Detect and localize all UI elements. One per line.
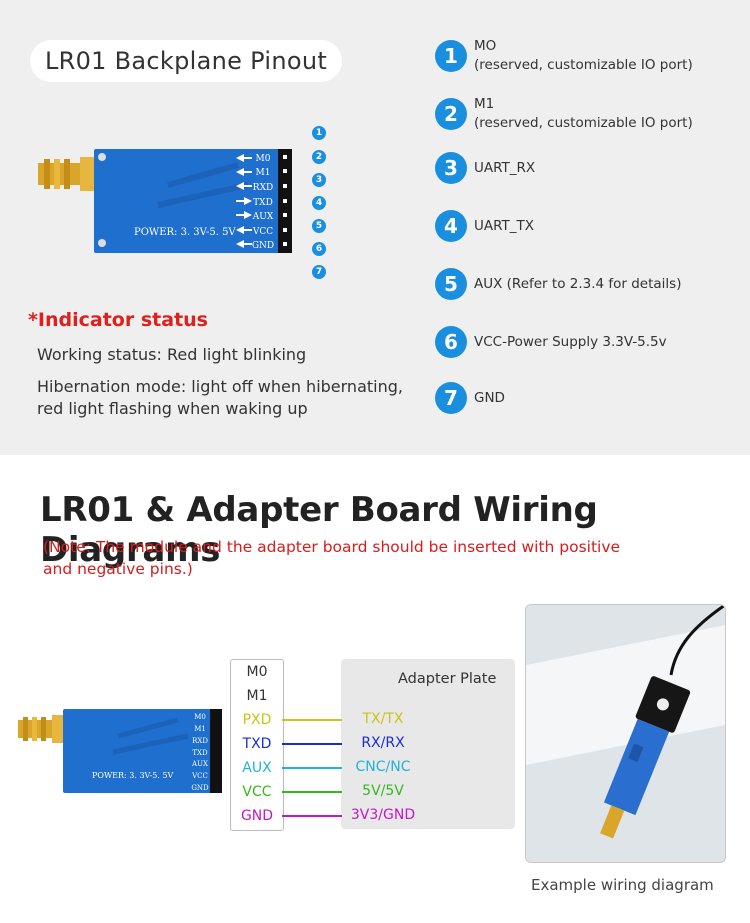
small-num-3: 3 [312, 173, 326, 187]
wiring-silk-rxd: RXD [192, 737, 208, 745]
pin-number-badge: 7 [435, 382, 467, 414]
pin-label: UART_RX [474, 159, 536, 176]
wire-pxd [282, 719, 342, 721]
pin-number-badge: 2 [435, 98, 467, 130]
small-num-1: 1 [312, 126, 326, 140]
wiring-module-illustration: POWER: 3. 3V-5. 5V M0 M1 RXD TXD AUX VCC… [18, 709, 222, 793]
wiring-silk-vcc: VCC [191, 772, 208, 780]
module-board-illustration: POWER: 3. 3V-5. 5V M0 M1 RXD TXD AUX VCC… [38, 149, 292, 253]
indicator-working: Working status: Red light blinking [37, 345, 307, 364]
silk-vcc: VCC [252, 227, 273, 237]
pin-label: MO [474, 38, 497, 54]
silk-txd: TXD [253, 198, 273, 208]
adapter-pin-3v3: 3V3/GND [350, 807, 416, 823]
indicator-title: *Indicator status [28, 309, 208, 331]
module-pin-gnd: GND [240, 808, 274, 824]
silk-gnd: GND [252, 241, 274, 251]
module-pin-vcc: VCC [242, 784, 272, 800]
adapter-title: Adapter Plate [398, 671, 497, 687]
module-pin-aux: AUX [242, 760, 272, 776]
wire-gnd [282, 815, 342, 817]
silk-m0: M0 [256, 154, 271, 164]
small-num-5: 5 [312, 219, 326, 233]
pin-item-4: 4 UART_TX [435, 210, 534, 242]
adapter-pin-rx: RX/RX [361, 735, 405, 751]
wiring-silk-txd: TXD [192, 749, 208, 757]
indicator-hibernation-2: red light flashing when waking up [37, 399, 308, 418]
wiring-silkscreen: M0 M1 RXD TXD AUX VCC GND [191, 713, 209, 792]
pin-item-1: 1 MO (reserved, customizable IO port) [435, 37, 693, 75]
module-pin-pxd: PXD [242, 712, 272, 728]
wiring-silk-m0: M0 [194, 713, 206, 721]
pin-number-badge: 1 [435, 40, 467, 72]
example-wiring-photo [525, 604, 726, 863]
photo-caption: Example wiring diagram [531, 876, 714, 894]
wiring-note: (Note: The module and the adapter board … [43, 536, 733, 580]
adapter-pin-cnc: CNC/NC [355, 759, 411, 775]
wiring-note-line-1: (Note: The module and the adapter board … [43, 538, 621, 556]
module-pin-m0: M0 [246, 664, 268, 680]
pin-item-2: 2 M1 (reserved, customizable IO port) [435, 95, 693, 133]
pin-sublabel: (reserved, customizable IO port) [474, 57, 693, 73]
wiring-silk-gnd: GND [191, 784, 209, 792]
wiring-photo-illustration [526, 605, 725, 862]
module-pin-box: M0 M1 PXD TXD AUX VCC GND [230, 659, 284, 831]
indicator-hibernation-1: Hibernation mode: light off when hiberna… [37, 377, 403, 396]
silk-aux: AUX [252, 212, 274, 222]
pin-number-badge: 6 [435, 326, 467, 358]
wire-aux [282, 767, 342, 769]
pin-item-3: 3 UART_RX [435, 152, 535, 184]
pin-number-badge: 5 [435, 268, 467, 300]
pin-label: M1 [474, 96, 495, 112]
small-num-6: 6 [312, 242, 326, 256]
small-num-2: 2 [312, 150, 326, 164]
arrow-icons [236, 154, 252, 248]
board-power-label: POWER: 3. 3V-5. 5V [134, 227, 236, 238]
pin-item-5: 5 AUX (Refer to 2.3.4 for details) [435, 268, 681, 300]
wire-txd [282, 743, 342, 745]
small-num-7: 7 [312, 265, 326, 279]
small-num-4: 4 [312, 196, 326, 210]
silk-m1: M1 [256, 168, 271, 178]
wiring-silk-aux: AUX [191, 760, 208, 768]
pin-label: UART_TX [474, 217, 535, 234]
pin-number-badge: 3 [435, 152, 467, 184]
pin-number-badge: 4 [435, 210, 467, 242]
adapter-pin-5v: 5V/5V [362, 783, 404, 799]
wiring-title: LR01 & Adapter Board Wiring Diagrams [40, 490, 598, 570]
module-pin-m1: M1 [246, 688, 268, 704]
pin-sublabel: (reserved, customizable IO port) [474, 115, 693, 131]
module-pin-txd: TXD [242, 736, 272, 752]
board-silkscreen-labels: M0 M1 RXD TXD AUX VCC GND [252, 154, 274, 251]
pin-label: AUX (Refer to 2.3.4 for details) [474, 275, 682, 292]
wire-vcc [282, 791, 342, 793]
silk-rxd: RXD [253, 183, 273, 193]
wiring-note-line-2: and negative pins.) [43, 560, 193, 578]
pin-label: GND [474, 389, 505, 406]
pin-item-7: 7 GND [435, 382, 505, 414]
adapter-plate-box [341, 659, 515, 829]
pinout-title: LR01 Backplane Pinout [30, 40, 342, 82]
adapter-pin-tx: TX/TX [362, 711, 404, 727]
wiring-board-power-label: POWER: 3. 3V-5. 5V [92, 771, 174, 780]
pin-label: VCC-Power Supply 3.3V-5.5v [474, 333, 667, 350]
wiring-silk-m1: M1 [194, 725, 206, 733]
pin-item-6: 6 VCC-Power Supply 3.3V-5.5v [435, 326, 667, 358]
pinout-section: LR01 Backplane Pinout POWER: 3. 3V-5. 5V… [0, 0, 750, 455]
